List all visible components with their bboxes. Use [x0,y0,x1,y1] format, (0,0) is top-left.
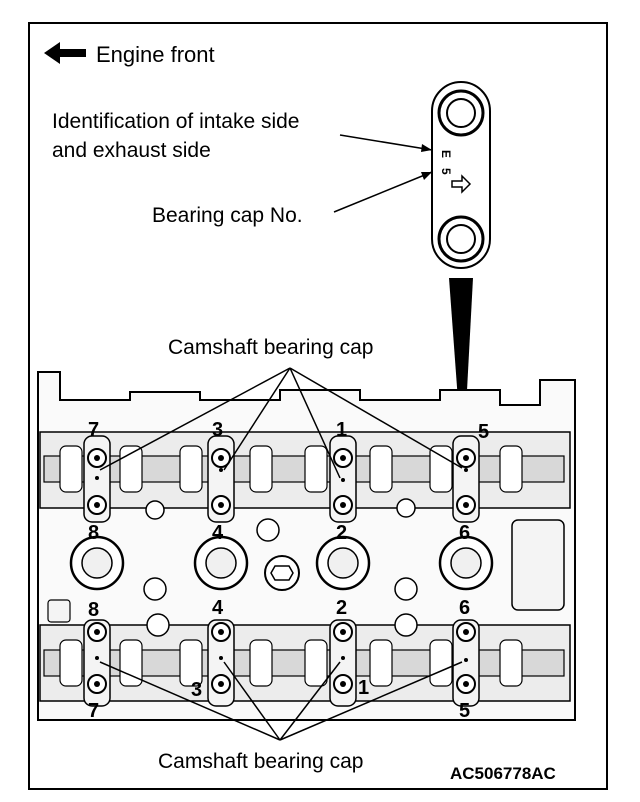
cap-number: 6 [459,597,470,619]
arrow-left-icon [44,42,86,64]
cap-number: 7 [88,700,99,722]
cap-number: 3 [212,419,223,441]
cap-number: 8 [88,599,99,621]
cap-number: 4 [212,597,224,619]
cap-number-mark: 5 [439,168,453,175]
cap-number: 6 [459,522,470,544]
cap-number: 5 [459,700,470,722]
cap-number: 5 [478,421,489,443]
cap-number: 7 [88,419,99,441]
camshaft-bearing-cap-label-bottom: Camshaft bearing cap [158,750,364,773]
bearing-cap-no-label: Bearing cap No. [152,204,303,227]
upper-leader-lines [99,367,463,479]
camshaft-bearing-cap-label-top: Camshaft bearing cap [168,336,374,359]
cap-numbers-upper: 7 3 1 5 8 4 2 6 [88,419,489,544]
cap-side-mark: E [439,150,453,158]
cap-numbers-lower: 8 4 2 6 7 3 1 5 [88,597,470,722]
identification-label-line1: Identification of intake side [52,110,300,133]
lower-leader-lines [99,661,463,741]
cap-number: 2 [336,597,347,619]
cap-number: 1 [336,419,347,441]
cylinder-head [37,371,576,721]
cap-number: 2 [336,522,347,544]
cap-number: 1 [358,677,369,699]
cap-number: 3 [191,679,202,701]
cap-number: 8 [88,522,99,544]
bearing-cap-detail [431,81,491,269]
identification-label-line2: and exhaust side [52,139,211,162]
cap-number: 4 [212,522,224,544]
figure-code: AC506778AC [450,764,556,783]
engine-front-label: Engine front [96,42,215,67]
